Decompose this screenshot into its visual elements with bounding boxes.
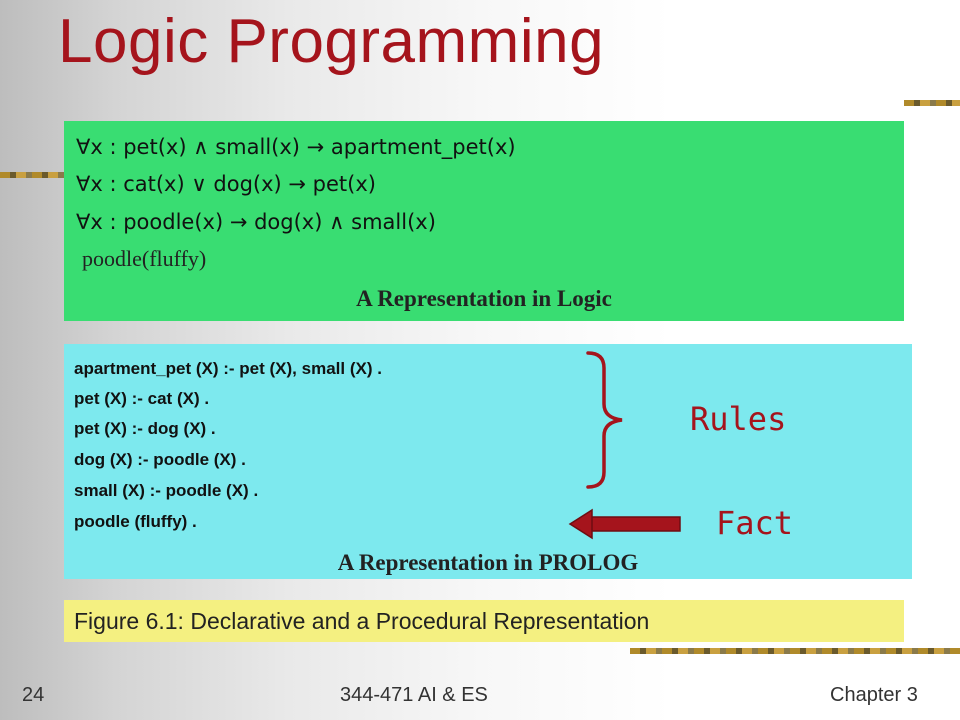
logic-caption: A Representation in Logic	[356, 286, 612, 311]
prolog-clause-6: poodle (fluffy) .	[74, 512, 197, 531]
prolog-clause-4: dog (X) :- poodle (X) .	[74, 450, 246, 469]
prolog-clause-1: apartment_pet (X) :- pet (X), small (X) …	[74, 359, 382, 378]
logic-fact: poodle(fluffy)	[82, 246, 207, 271]
decorative-line-bottom	[630, 648, 960, 654]
rules-brace-icon	[586, 351, 623, 489]
course-label: 344-471 AI & ES	[340, 684, 488, 706]
prolog-clause-3: pet (X) :- dog (X) .	[74, 419, 216, 438]
logic-representation-box: ∀x : pet(x) ∧ small(x) → apartment_pet(x…	[64, 121, 904, 321]
slide-title: Logic Programming	[58, 7, 605, 76]
chapter-label: Chapter 3	[830, 684, 918, 706]
prolog-representation-box: apartment_pet (X) :- pet (X), small (X) …	[64, 344, 912, 579]
logic-formula-2: ∀x : cat(x) ∨ dog(x) → pet(x)	[76, 172, 376, 196]
rules-label: Rules	[690, 400, 787, 438]
prolog-caption: A Representation in PROLOG	[337, 550, 639, 575]
logic-formula-3: ∀x : poodle(x) → dog(x) ∧ small(x)	[76, 210, 436, 234]
decorative-line-right	[904, 100, 960, 106]
fact-label: Fact	[716, 504, 794, 542]
figure-caption: Figure 6.1: Declarative and a Procedural…	[74, 608, 650, 634]
logic-formula-1: ∀x : pet(x) ∧ small(x) → apartment_pet(x…	[76, 135, 516, 159]
figure-caption-box: Figure 6.1: Declarative and a Procedural…	[64, 600, 904, 642]
page-number: 24	[22, 684, 45, 706]
fact-arrow-icon	[568, 508, 681, 540]
prolog-clause-5: small (X) :- poodle (X) .	[74, 481, 259, 500]
decorative-line-left	[0, 172, 64, 178]
prolog-clause-2: pet (X) :- cat (X) .	[74, 389, 210, 408]
